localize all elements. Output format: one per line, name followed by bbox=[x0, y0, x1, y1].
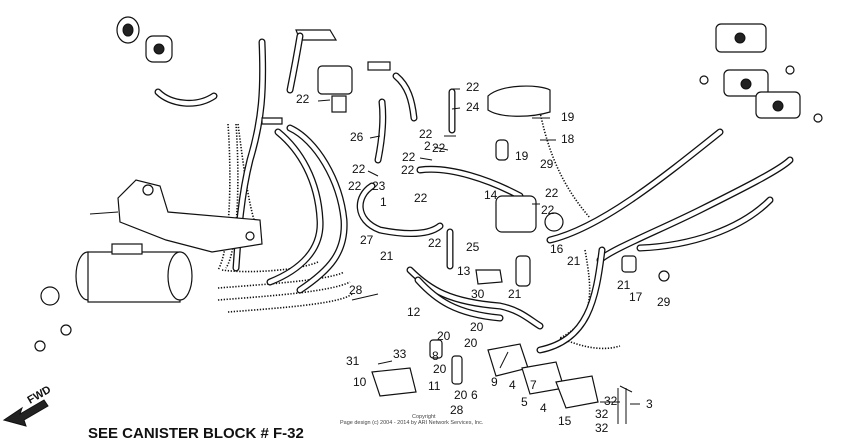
upper-right-valves bbox=[699, 23, 823, 123]
callout-22: 22 bbox=[541, 203, 555, 217]
fitting-17 bbox=[621, 255, 670, 282]
callout-2: 2 bbox=[424, 139, 431, 153]
lower-valve-group bbox=[371, 269, 599, 409]
callout-21: 21 bbox=[567, 254, 581, 268]
callout-5: 5 bbox=[521, 395, 528, 409]
callout-22: 22 bbox=[428, 236, 442, 250]
callout-28: 28 bbox=[349, 283, 363, 297]
charcoal-canister bbox=[34, 243, 193, 352]
callout-20: 20 bbox=[437, 329, 451, 343]
callout-6: 6 bbox=[471, 388, 478, 402]
callout-15: 15 bbox=[558, 414, 572, 428]
callout-19: 19 bbox=[515, 149, 529, 163]
callout-numbers: 22 22 24 22 26 22 2 22 22 22 23 22 1 22 … bbox=[296, 80, 671, 435]
solenoid-valve bbox=[495, 195, 537, 233]
callout-32: 32 bbox=[595, 421, 609, 435]
callout-21: 21 bbox=[617, 278, 631, 292]
callout-22: 22 bbox=[432, 141, 446, 155]
callout-1: 1 bbox=[380, 195, 387, 209]
callout-22: 22 bbox=[419, 127, 433, 141]
callout-23: 23 bbox=[372, 179, 386, 193]
canister-cap bbox=[40, 286, 60, 306]
upper-left-components bbox=[116, 16, 418, 125]
long-hoses bbox=[154, 38, 794, 354]
callout-16: 16 bbox=[550, 242, 564, 256]
callout-29: 29 bbox=[540, 157, 554, 171]
callout-22: 22 bbox=[401, 163, 415, 177]
callout-24: 24 bbox=[466, 100, 480, 114]
callout-18: 18 bbox=[561, 132, 575, 146]
callout-22: 22 bbox=[466, 80, 480, 94]
callout-20: 20 bbox=[464, 336, 478, 350]
callout-22: 22 bbox=[545, 186, 559, 200]
callout-25: 25 bbox=[466, 240, 480, 254]
callout-22: 22 bbox=[296, 92, 310, 106]
callout-13: 13 bbox=[457, 264, 471, 278]
callout-20: 20 bbox=[433, 362, 447, 376]
forward-arrow: FWD bbox=[2, 384, 53, 427]
callout-29: 29 bbox=[657, 295, 671, 309]
callout-32: 32 bbox=[595, 407, 609, 421]
callout-3: 3 bbox=[646, 397, 653, 411]
callout-20: 20 bbox=[454, 388, 468, 402]
control-valve bbox=[317, 65, 353, 95]
copyright-label: Copyright bbox=[412, 414, 436, 420]
callout-22: 22 bbox=[348, 179, 362, 193]
callout-4: 4 bbox=[509, 378, 516, 392]
callout-33: 33 bbox=[393, 347, 407, 361]
callout-21: 21 bbox=[508, 287, 522, 301]
copyright-notice: Page design (c) 2004 - 2014 by ARI Netwo… bbox=[340, 420, 484, 426]
callout-32: 32 bbox=[604, 394, 618, 408]
purge-control-box bbox=[487, 85, 551, 161]
bracket-10 bbox=[371, 367, 417, 397]
see-canister-note: SEE CANISTER BLOCK # F-32 bbox=[88, 425, 304, 442]
solenoid-valve-assembly bbox=[495, 195, 564, 287]
callout-17: 17 bbox=[629, 290, 643, 304]
callout-19: 19 bbox=[561, 110, 575, 124]
callout-11: 11 bbox=[428, 379, 441, 393]
callout-12: 12 bbox=[407, 305, 421, 319]
callout-30: 30 bbox=[471, 287, 485, 301]
callout-10: 10 bbox=[353, 375, 367, 389]
callout-28: 28 bbox=[450, 403, 464, 417]
callout-7: 7 bbox=[530, 378, 537, 392]
callout-27: 27 bbox=[360, 233, 374, 247]
callout-26: 26 bbox=[350, 130, 364, 144]
callout-4: 4 bbox=[540, 401, 547, 415]
callout-22: 22 bbox=[352, 162, 366, 176]
callout-9: 9 bbox=[491, 375, 498, 389]
callout-31: 31 bbox=[346, 354, 360, 368]
callout-14: 14 bbox=[484, 188, 498, 202]
callout-22: 22 bbox=[414, 191, 428, 205]
purge-box bbox=[487, 85, 551, 117]
callout-20: 20 bbox=[470, 320, 484, 334]
callout-22: 22 bbox=[402, 150, 416, 164]
leader-lines bbox=[317, 88, 640, 424]
callout-8: 8 bbox=[432, 349, 439, 363]
canister-bracket bbox=[89, 179, 263, 253]
callout-21: 21 bbox=[380, 249, 394, 263]
